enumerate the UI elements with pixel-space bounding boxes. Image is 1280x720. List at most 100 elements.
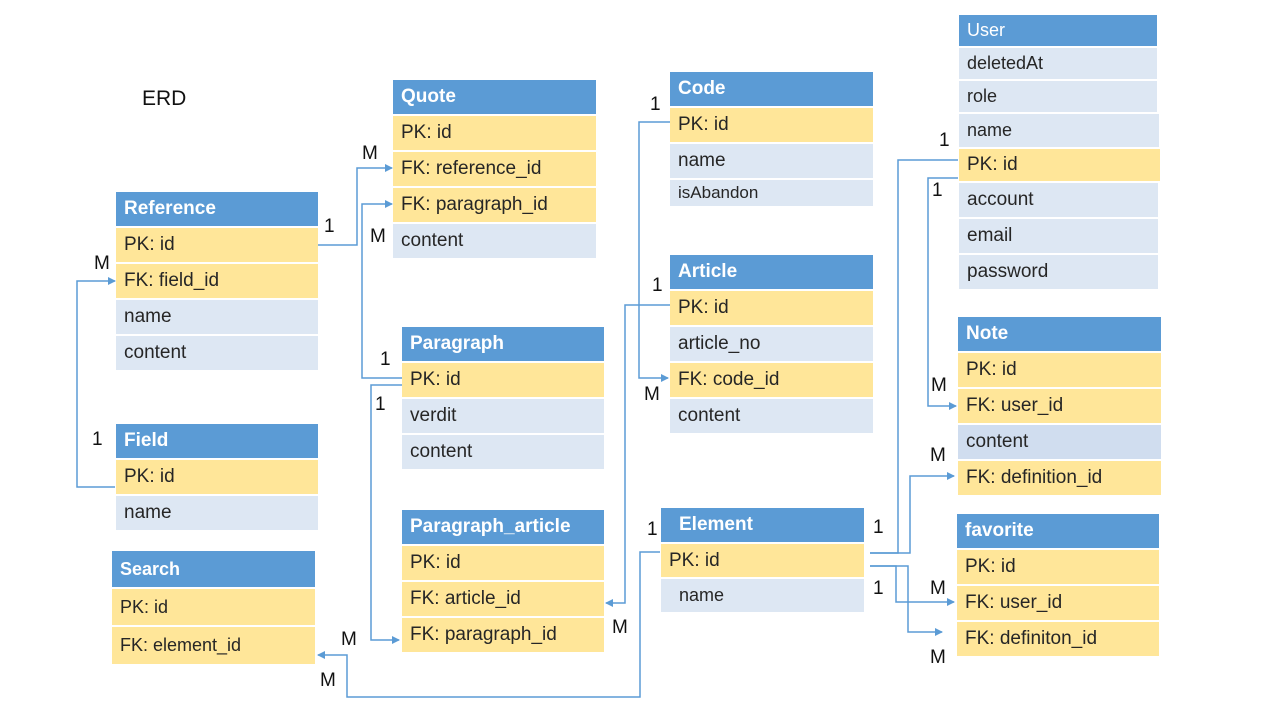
entity-field-name: Field xyxy=(116,424,318,458)
entity-attribute: FK: field_id xyxy=(116,262,318,298)
entity-attribute: PK: id xyxy=(959,147,1160,181)
link-element-search xyxy=(317,551,660,698)
entity-attribute: deletedAt xyxy=(959,46,1157,79)
cardinality-label: 1 xyxy=(652,275,663,296)
link-user-top xyxy=(870,159,958,554)
entity-paragraph-article: Paragraph_article PK: id FK: article_id … xyxy=(402,510,604,652)
entity-reference: Reference PK: id FK: field_id name conte… xyxy=(116,192,318,370)
link-code-article xyxy=(638,121,670,382)
entity-attribute: FK: element_id xyxy=(112,625,315,664)
link-paragraph-quote xyxy=(361,200,403,379)
cardinality-label: M xyxy=(930,445,946,466)
entity-attribute: name xyxy=(116,494,318,530)
cardinality-label: 1 xyxy=(650,94,661,115)
entity-note-name: Note xyxy=(958,317,1161,351)
entity-attribute: isAbandon xyxy=(670,178,873,206)
cardinality-label: 1 xyxy=(647,519,658,540)
entity-code: Code PK: id name isAbandon xyxy=(670,72,873,206)
cardinality-label: 1 xyxy=(92,429,103,450)
entity-attribute: FK: code_id xyxy=(670,361,873,397)
cardinality-label: 1 xyxy=(873,578,884,599)
entity-attribute: PK: id xyxy=(402,544,604,580)
entity-favorite-name: favorite xyxy=(957,514,1159,548)
entity-attribute: FK: paragraph_id xyxy=(393,186,596,222)
entity-attribute: verdit xyxy=(402,397,604,433)
link-element-favorite-def xyxy=(870,565,943,636)
entity-note: Note PK: id FK: user_id content FK: defi… xyxy=(958,317,1161,495)
entity-element: Element PK: id name xyxy=(661,508,864,612)
entity-attribute: password xyxy=(959,253,1158,289)
entity-user: User deletedAt role name PK: id account … xyxy=(959,15,1160,289)
entity-attribute: name xyxy=(116,298,318,334)
entity-code-name: Code xyxy=(670,72,873,106)
entity-attribute: content xyxy=(116,334,318,370)
cardinality-label: M xyxy=(931,375,947,396)
entity-attribute: name xyxy=(959,112,1159,147)
cardinality-label: 1 xyxy=(873,517,884,538)
entity-attribute: email xyxy=(959,217,1158,253)
cardinality-label: M xyxy=(341,629,357,650)
cardinality-label: 1 xyxy=(380,349,391,370)
entity-attribute: article_no xyxy=(670,325,873,361)
entity-paragraph-article-name: Paragraph_article xyxy=(402,510,604,544)
entity-search: Search PK: id FK: element_id xyxy=(112,551,315,664)
entity-attribute: PK: id xyxy=(112,587,315,625)
entity-attribute: content xyxy=(958,423,1161,459)
entity-attribute: FK: paragraph_id xyxy=(402,616,604,652)
entity-attribute: FK: definiton_id xyxy=(957,620,1159,656)
entity-attribute: PK: id xyxy=(670,106,873,142)
cardinality-label: 1 xyxy=(939,130,950,151)
entity-element-name: Element xyxy=(661,508,864,542)
cardinality-label: M xyxy=(612,617,628,638)
entity-attribute: name xyxy=(670,142,873,178)
cardinality-label: 1 xyxy=(375,394,386,415)
link-user-note xyxy=(927,177,958,410)
entity-attribute: role xyxy=(959,79,1157,112)
entity-attribute: FK: article_id xyxy=(402,580,604,616)
entity-user-name: User xyxy=(959,15,1157,46)
entity-article: Article PK: id article_no FK: code_id co… xyxy=(670,255,873,433)
link-paragraph-paragraph-article xyxy=(370,384,403,644)
entity-attribute: PK: id xyxy=(957,548,1159,584)
link-element-note xyxy=(870,472,955,554)
entity-attribute: content xyxy=(393,222,596,258)
entity-attribute: FK: definition_id xyxy=(958,459,1161,495)
entity-paragraph: Paragraph PK: id verdit content xyxy=(402,327,604,469)
entity-attribute: PK: id xyxy=(402,361,604,397)
diagram-title: ERD xyxy=(142,87,187,110)
entity-attribute: PK: id xyxy=(670,289,873,325)
entity-quote-name: Quote xyxy=(393,80,596,114)
entity-attribute: content xyxy=(670,397,873,433)
entity-attribute: PK: id xyxy=(661,542,864,577)
entity-attribute: FK: reference_id xyxy=(393,150,596,186)
entity-paragraph-name: Paragraph xyxy=(402,327,604,361)
cardinality-label: M xyxy=(94,253,110,274)
entity-search-name: Search xyxy=(112,551,315,587)
entity-attribute: content xyxy=(402,433,604,469)
entity-attribute: FK: user_id xyxy=(958,387,1161,423)
cardinality-label: M xyxy=(930,647,946,668)
entity-field: Field PK: id name xyxy=(116,424,318,530)
entity-attribute: PK: id xyxy=(116,226,318,262)
entity-favorite: favorite PK: id FK: user_id FK: definito… xyxy=(957,514,1159,656)
link-field-reference xyxy=(76,277,116,488)
entity-attribute: PK: id xyxy=(393,114,596,150)
entity-attribute: PK: id xyxy=(116,458,318,494)
cardinality-label: M xyxy=(320,670,336,691)
entity-attribute: FK: user_id xyxy=(957,584,1159,620)
entity-reference-name: Reference xyxy=(116,192,318,226)
entity-attribute: account xyxy=(959,181,1158,217)
cardinality-label: 1 xyxy=(324,216,335,237)
link-article-paragraph-article xyxy=(605,304,670,607)
entity-article-name: Article xyxy=(670,255,873,289)
cardinality-label: M xyxy=(644,384,660,405)
entity-quote: Quote PK: id FK: reference_id FK: paragr… xyxy=(393,80,596,258)
cardinality-label: 1 xyxy=(932,180,943,201)
cardinality-label: M xyxy=(370,226,386,247)
entity-attribute: name xyxy=(661,577,864,612)
link-reference-quote xyxy=(318,164,393,246)
entity-attribute: PK: id xyxy=(958,351,1161,387)
cardinality-label: M xyxy=(362,143,378,164)
